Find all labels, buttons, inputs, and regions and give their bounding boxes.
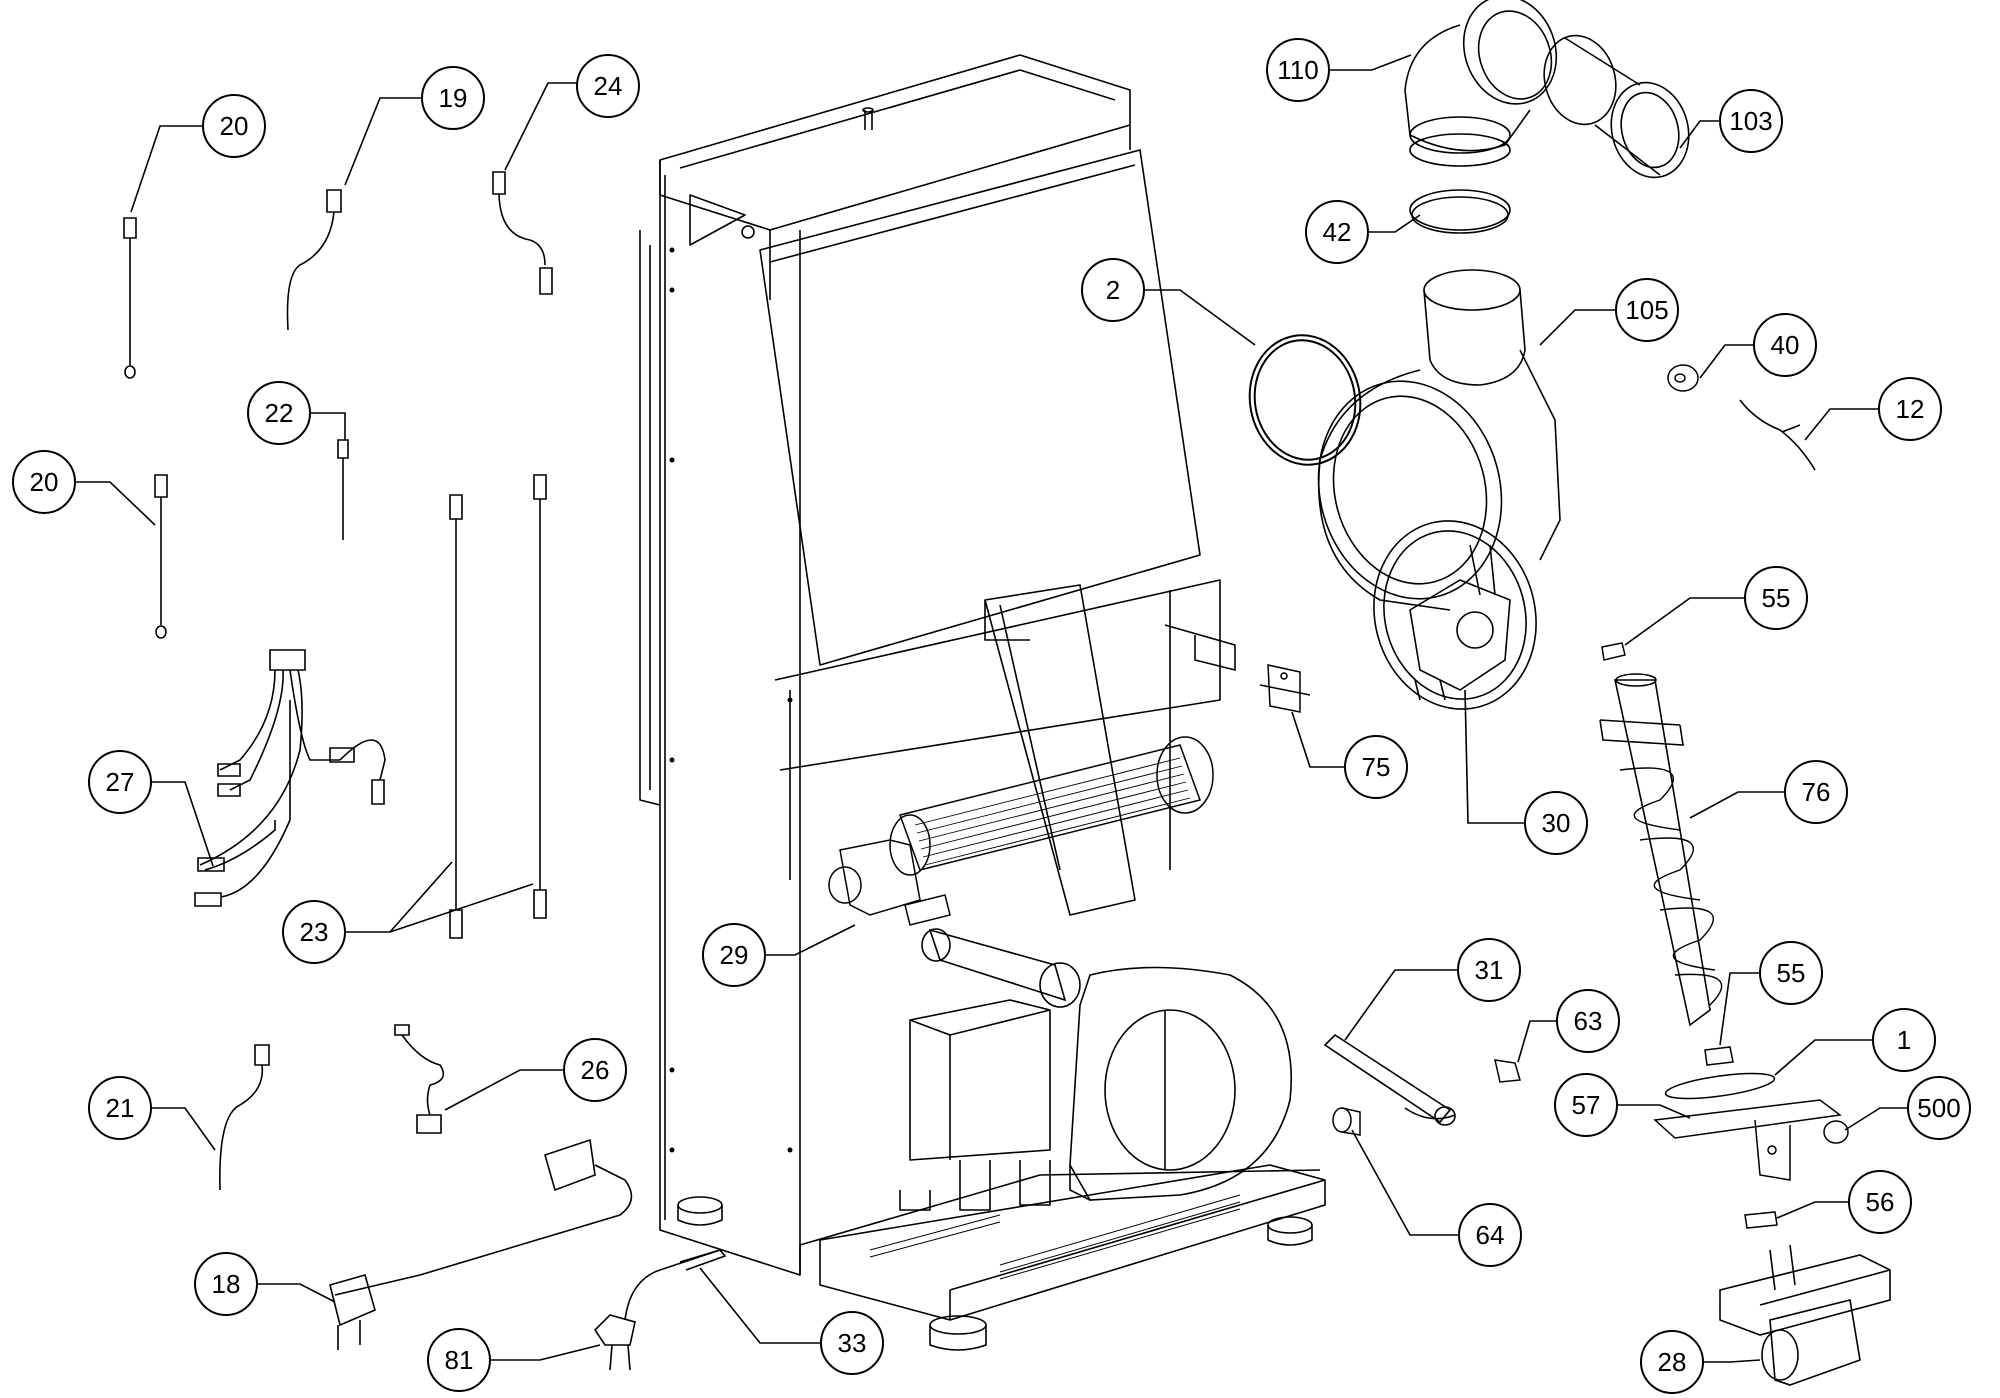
callout-20-top: 20 — [202, 94, 266, 158]
part-42-gasket-ring — [1410, 190, 1510, 233]
svg-text:64: 64 — [1476, 1220, 1505, 1250]
part-63-clip — [1495, 1060, 1520, 1082]
part-30-extractor-motor — [1353, 503, 1557, 728]
part-500-cap — [1824, 1121, 1848, 1143]
svg-text:76: 76 — [1802, 777, 1831, 807]
part-1-gasket — [1664, 1068, 1776, 1103]
part-2-gasket — [1240, 326, 1371, 473]
part-56-bushing — [1745, 1212, 1777, 1228]
part-12-sensor — [1740, 400, 1815, 470]
svg-text:110: 110 — [1277, 55, 1318, 85]
callout-81: 81 — [427, 1328, 491, 1392]
svg-text:55: 55 — [1777, 958, 1806, 988]
svg-text:33: 33 — [838, 1328, 867, 1358]
callout-21: 21 — [88, 1076, 152, 1140]
svg-text:1: 1 — [1897, 1025, 1911, 1055]
svg-text:26: 26 — [581, 1055, 610, 1085]
callout-19: 19 — [421, 66, 485, 130]
callout-64: 64 — [1458, 1203, 1522, 1267]
part-103-pipe — [1535, 27, 1700, 186]
svg-text:56: 56 — [1866, 1187, 1895, 1217]
svg-text:12: 12 — [1896, 394, 1925, 424]
callout-500: 500 — [1907, 1076, 1971, 1140]
callout-42: 42 — [1305, 200, 1369, 264]
svg-text:23: 23 — [300, 917, 329, 947]
svg-text:19: 19 — [439, 83, 468, 113]
leader-lines — [75, 54, 1908, 1363]
part-105-extractor-housing — [1295, 270, 1560, 620]
svg-text:55: 55 — [1762, 583, 1791, 613]
smoke-fan-volute — [922, 929, 1291, 1200]
part-75-bracket — [1260, 665, 1310, 712]
stove-body — [640, 55, 1325, 1350]
svg-text:22: 22 — [265, 398, 294, 428]
svg-text:30: 30 — [1542, 808, 1571, 838]
callout-20-lower: 20 — [12, 450, 76, 514]
callout-55-top: 55 — [1744, 566, 1808, 630]
callout-63: 63 — [1556, 989, 1620, 1053]
svg-text:63: 63 — [1574, 1006, 1603, 1036]
svg-text:21: 21 — [106, 1093, 135, 1123]
svg-text:103: 103 — [1729, 106, 1772, 136]
callout-2: 2 — [1081, 258, 1145, 322]
callout-57: 57 — [1554, 1073, 1618, 1137]
callout-55-lower: 55 — [1759, 941, 1823, 1005]
svg-text:28: 28 — [1658, 1347, 1687, 1377]
callout-75: 75 — [1344, 735, 1408, 799]
callout-24: 24 — [576, 54, 640, 118]
callout-33: 33 — [820, 1311, 884, 1375]
svg-text:500: 500 — [1917, 1093, 1960, 1123]
svg-text:57: 57 — [1572, 1090, 1601, 1120]
callout-1: 1 — [1872, 1008, 1936, 1072]
callout-27: 27 — [88, 750, 152, 814]
part-55-bushing-top — [1602, 643, 1625, 660]
svg-text:29: 29 — [720, 940, 749, 970]
callout-105: 105 — [1615, 278, 1679, 342]
svg-text:31: 31 — [1475, 955, 1504, 985]
svg-text:105: 105 — [1625, 295, 1668, 325]
part-55-bushing-lower — [1705, 1047, 1733, 1065]
callout-12: 12 — [1878, 377, 1942, 441]
svg-text:75: 75 — [1362, 752, 1391, 782]
callout-103: 103 — [1719, 89, 1783, 153]
callout-40: 40 — [1753, 313, 1817, 377]
svg-text:20: 20 — [30, 467, 59, 497]
callout-31: 31 — [1457, 938, 1521, 1002]
callout-22: 22 — [247, 381, 311, 445]
svg-text:81: 81 — [445, 1345, 474, 1375]
callout-23: 23 — [282, 900, 346, 964]
svg-text:18: 18 — [212, 1269, 241, 1299]
wiring-parts — [124, 172, 725, 1370]
callout-110: 110 — [1266, 38, 1330, 102]
svg-text:27: 27 — [106, 767, 135, 797]
svg-text:40: 40 — [1771, 330, 1800, 360]
part-31-igniter — [1325, 1035, 1455, 1125]
callout-56: 56 — [1848, 1170, 1912, 1234]
part-57-plate — [1655, 1100, 1840, 1180]
callout-18: 18 — [194, 1252, 258, 1316]
callout-30: 30 — [1524, 791, 1588, 855]
callout-bubbles: 110 103 42 2 105 40 12 55 — [12, 38, 1971, 1394]
part-64-sleeve — [1333, 1108, 1360, 1135]
part-110-elbow — [1405, 0, 1571, 166]
svg-text:2: 2 — [1106, 275, 1120, 305]
callout-76: 76 — [1784, 760, 1848, 824]
tangential-fan — [829, 737, 1213, 925]
svg-text:24: 24 — [594, 71, 623, 101]
svg-text:42: 42 — [1323, 217, 1352, 247]
svg-text:20: 20 — [220, 111, 249, 141]
part-76-auger — [1600, 674, 1722, 1025]
callout-26: 26 — [563, 1038, 627, 1102]
callout-28: 28 — [1640, 1330, 1704, 1394]
callout-29: 29 — [702, 923, 766, 987]
part-28-gearmotor — [1720, 1245, 1890, 1385]
part-40-washer — [1668, 365, 1698, 391]
